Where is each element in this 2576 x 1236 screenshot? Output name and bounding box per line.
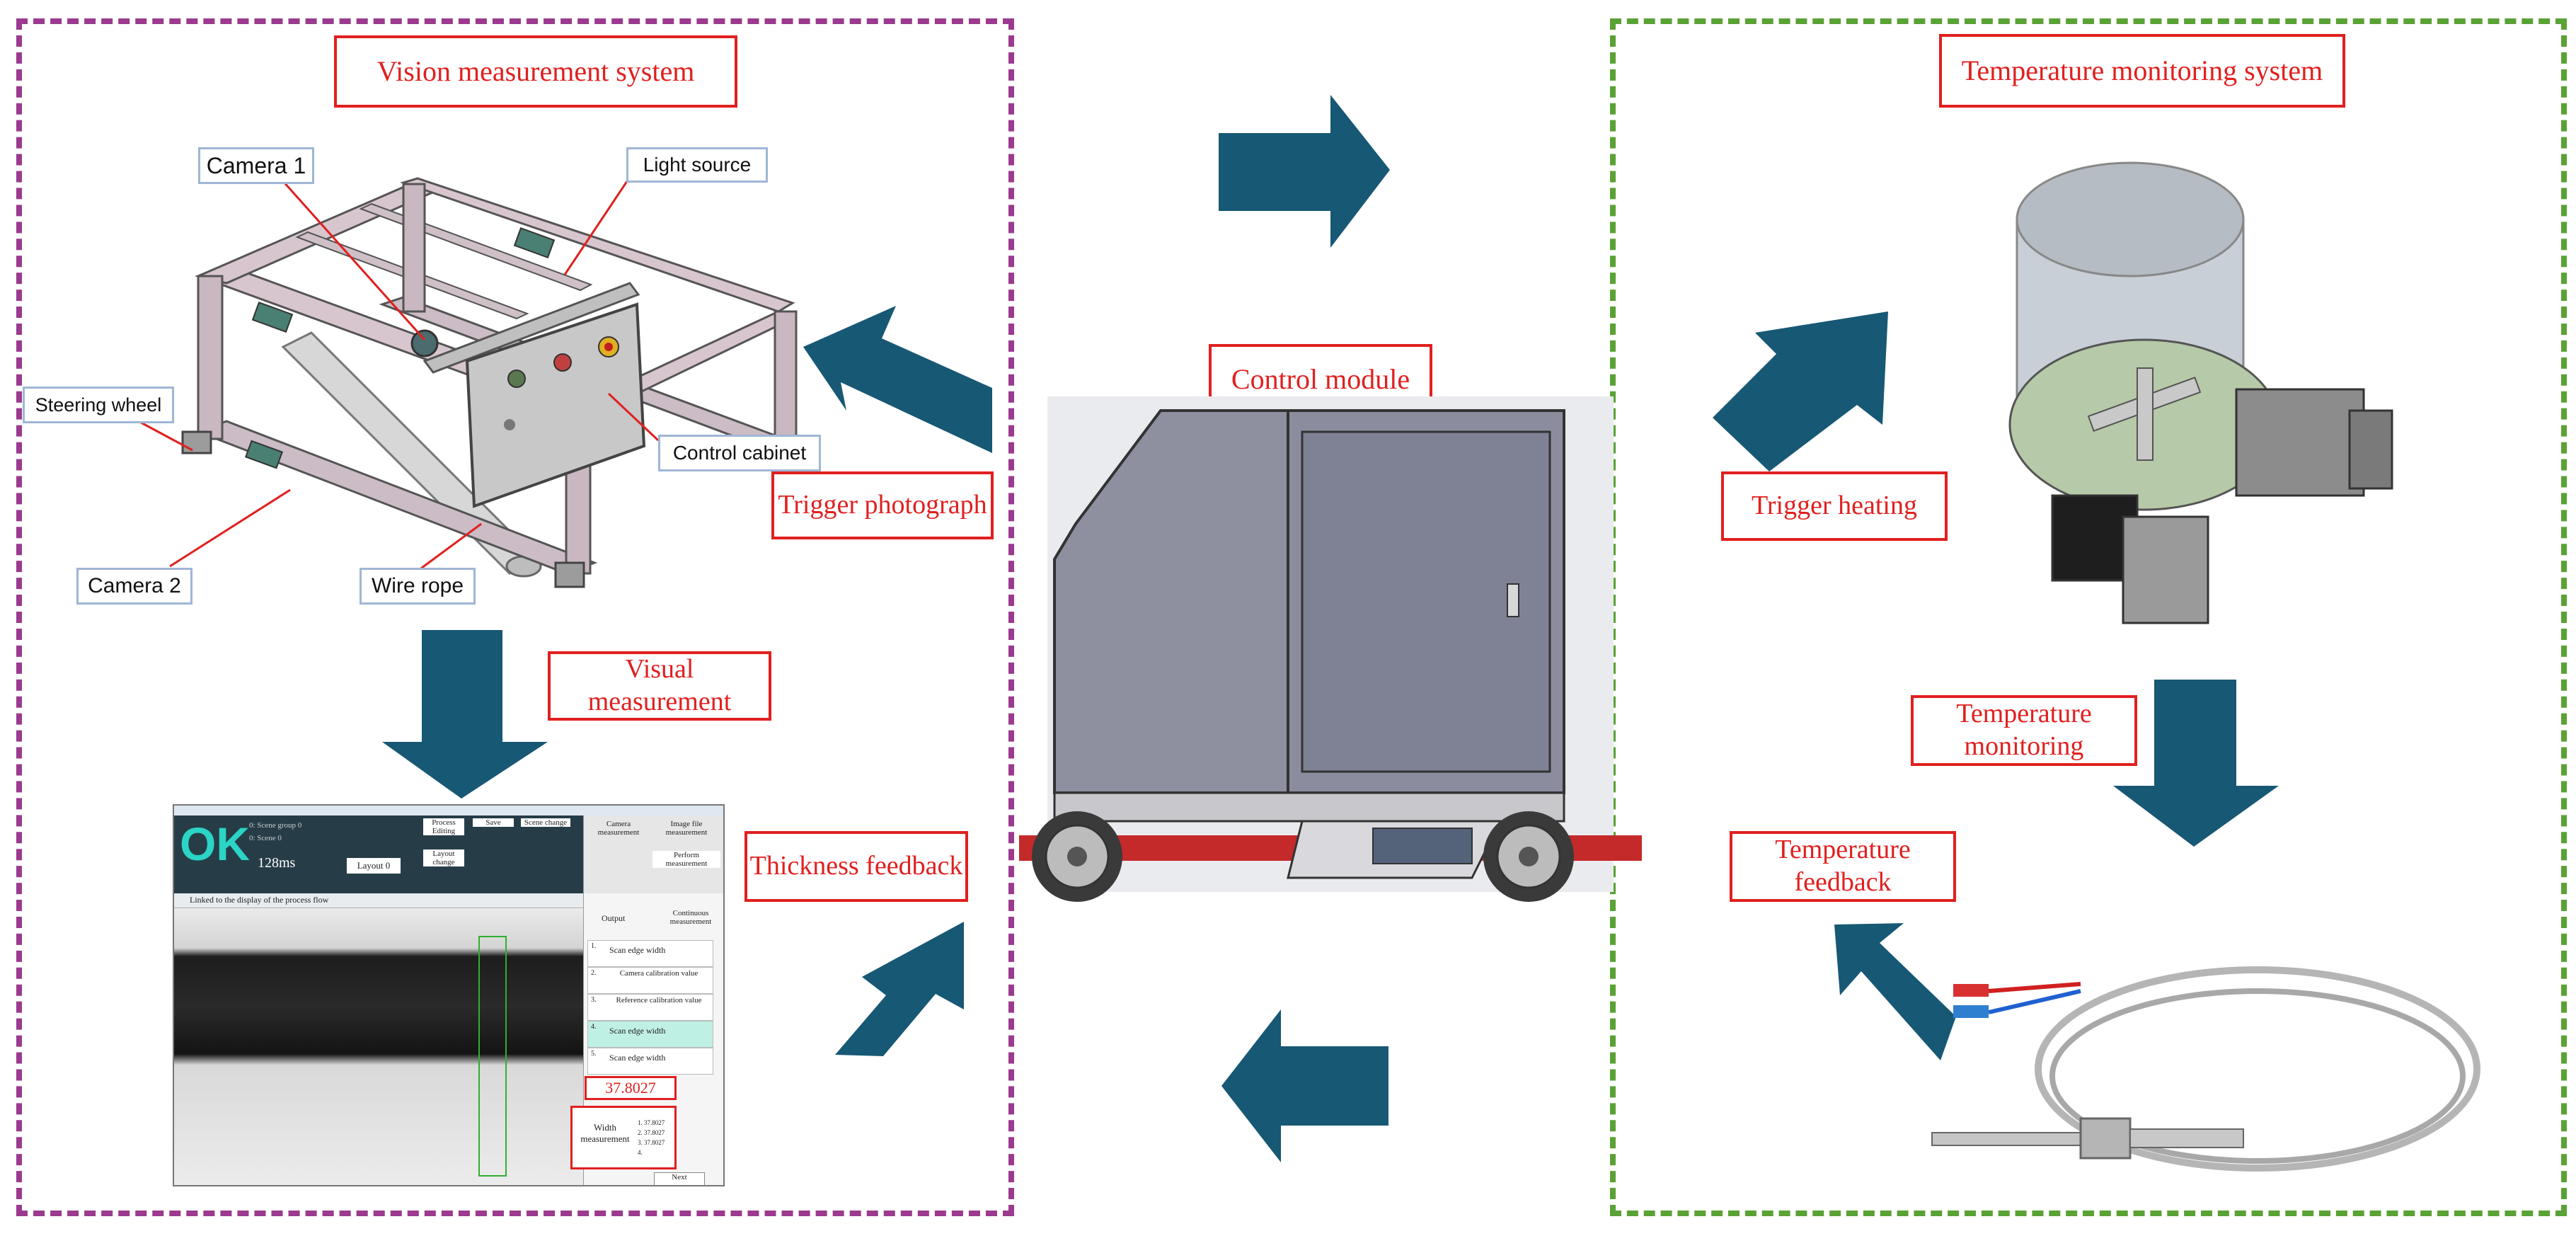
perform-measurement-button[interactable]: Perform measurement xyxy=(652,851,720,868)
control-cabinet-callout: Control cabinet xyxy=(658,435,821,471)
scene-change-button[interactable]: Scene change xyxy=(521,818,570,827)
history-item: 4. xyxy=(638,1149,643,1156)
next-button[interactable]: Next xyxy=(654,1172,705,1185)
image-file-measurement-button[interactable]: Image file measurement xyxy=(665,820,708,837)
arrow-temperature-feedback xyxy=(1834,923,1956,1060)
width-measurement-box: Width measurement 1. 37.8027 2. 37.8027 … xyxy=(570,1106,677,1169)
layout-change-button[interactable]: Layout change xyxy=(423,849,464,866)
vision-system-panel xyxy=(16,18,1014,1216)
display-banner: Linked to the display of the process flo… xyxy=(190,895,329,905)
history-item: 1. 37.8027 xyxy=(638,1119,665,1126)
measurement-roi xyxy=(478,936,507,1177)
wire-rope-callout: Wire rope xyxy=(360,568,476,605)
arrow-down-temperature xyxy=(2113,680,2279,847)
light-source-callout: Light source xyxy=(626,147,768,183)
vision-software-window: OK 0: Scene group 0 0: Scene 0 128ms Lay… xyxy=(173,804,725,1186)
flow-item[interactable]: 1. Scan edge width xyxy=(587,940,713,967)
camera-image xyxy=(174,909,583,1185)
measurement-time: 128ms xyxy=(258,855,296,871)
steering-wheel-callout: Steering wheel xyxy=(23,387,174,423)
process-editing-button[interactable]: Process Editing xyxy=(423,818,464,835)
flow-item[interactable]: 3. Reference calibration value xyxy=(587,994,713,1021)
flow-item[interactable]: 2. Camera calibration value xyxy=(587,967,713,994)
camera2-callout: Camera 2 xyxy=(76,568,192,605)
history-item: 3. 37.8027 xyxy=(638,1139,665,1146)
history-item: 2. 37.8027 xyxy=(638,1129,665,1136)
thermocouple-illustration xyxy=(1931,966,2480,1172)
output-tab[interactable]: Output xyxy=(602,913,626,923)
thickness-feedback-label: Thickness feedback xyxy=(744,831,968,902)
trigger-photograph-label: Trigger photograph xyxy=(771,471,994,539)
arrow-trigger-photograph xyxy=(803,306,992,453)
temperature-feedback-label: Temperature feedback xyxy=(1730,831,1956,902)
flow-item[interactable]: 5. Scan edge width xyxy=(587,1048,713,1075)
flow-item[interactable]: 4. Scan edge width xyxy=(587,1021,713,1048)
vision-system-title: Vision measurement system xyxy=(334,35,737,108)
heater-illustration xyxy=(2008,161,2393,624)
arrow-right-top xyxy=(1219,95,1390,248)
visual-measurement-label: Visual measurement xyxy=(548,651,771,721)
trigger-heating-label: Trigger heating xyxy=(1721,471,1948,541)
result-value-box: 37.8027 xyxy=(585,1076,677,1100)
arrow-left-bottom xyxy=(1221,1009,1388,1162)
camera1-callout: Camera 1 xyxy=(198,147,314,184)
layout-name[interactable]: Layout 0 xyxy=(347,858,401,874)
arrow-thickness-feedback xyxy=(835,922,964,1056)
save-button[interactable]: Save xyxy=(473,818,514,827)
vision-frame-illustration xyxy=(181,177,803,588)
scene: 0: Scene 0 xyxy=(249,834,282,842)
temperature-monitoring-label: Temperature monitoring xyxy=(1911,695,2137,766)
status-ok: OK xyxy=(180,818,250,870)
camera-measurement-button[interactable]: Camera measurement xyxy=(597,820,640,837)
temperature-system-title: Temperature monitoring system xyxy=(1939,34,2345,108)
arrow-trigger-heating xyxy=(1713,311,1888,471)
control-module-illustration xyxy=(1019,396,1642,902)
continuous-measurement-toggle[interactable]: Continuous measurement xyxy=(669,909,712,926)
arrow-down-vision xyxy=(382,630,548,799)
result-value: 37.8027 xyxy=(605,1079,656,1097)
scene-group: 0: Scene group 0 xyxy=(249,821,302,830)
